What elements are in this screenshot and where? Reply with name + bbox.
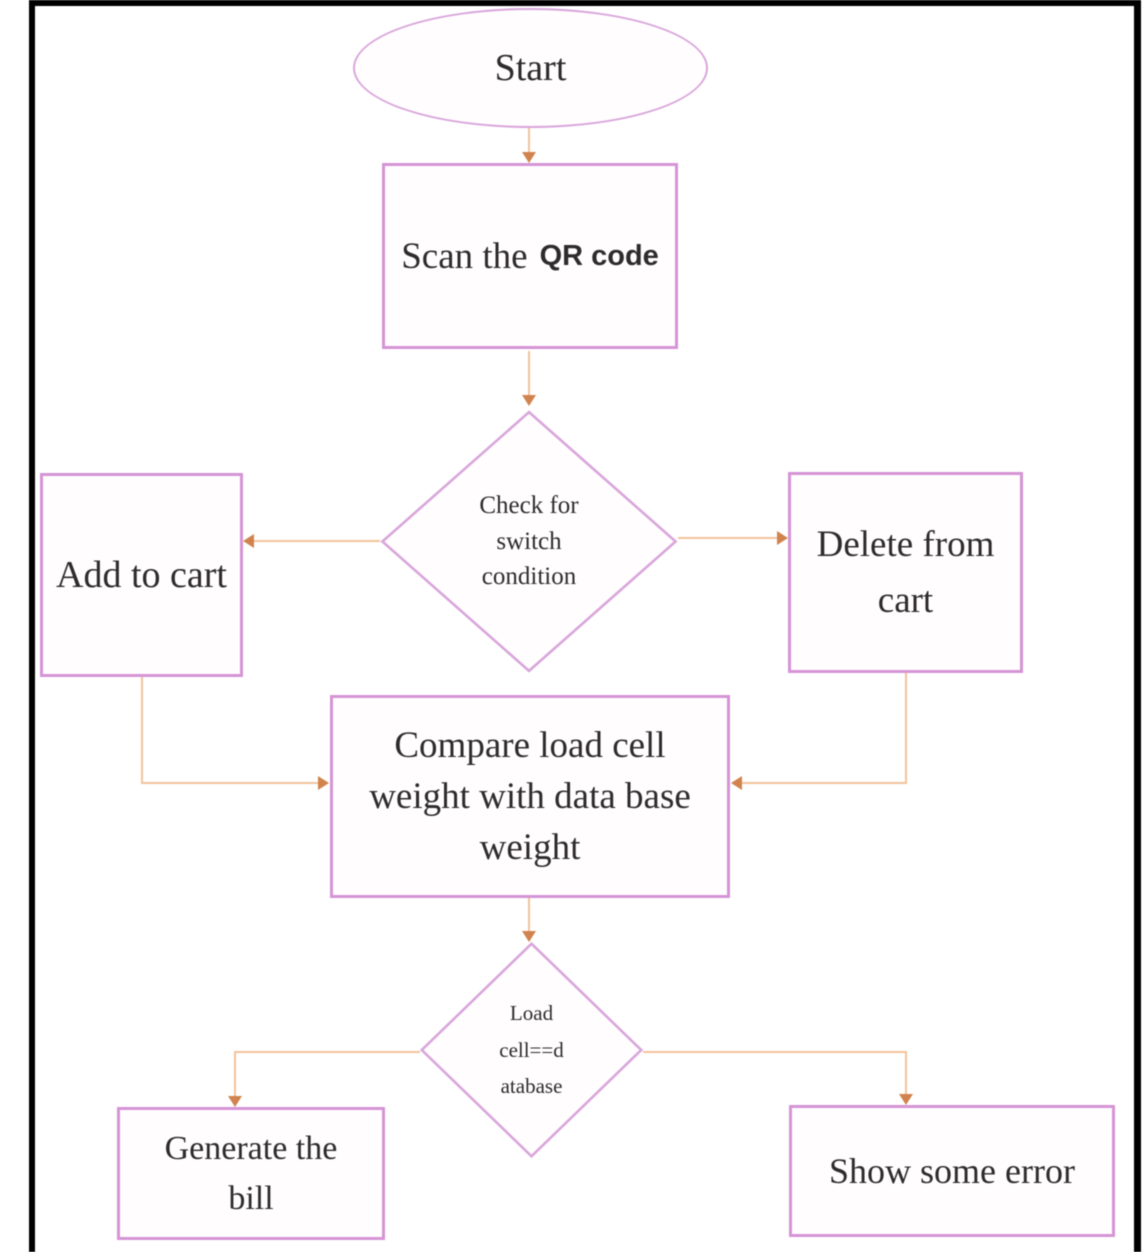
connector-add-compare-v <box>141 677 143 784</box>
frame-border-top <box>29 0 1141 6</box>
arrowhead-loadcell-error <box>899 1094 913 1105</box>
connector-check-add <box>253 540 380 542</box>
show-error-node: Show some error <box>789 1105 1115 1237</box>
start-node: Start <box>353 8 708 128</box>
diamond-shape <box>380 410 678 673</box>
load-cell-label: Load cell==d atabase <box>499 1000 564 1099</box>
delete-from-cart-node: Delete from cart <box>788 472 1023 673</box>
frame-border-left <box>29 0 35 1252</box>
compare-weight-node: Compare load cell weight with data base … <box>330 695 730 898</box>
start-label: Start <box>494 47 567 89</box>
connector-loadcell-generate-h <box>234 1051 420 1053</box>
load-cell-decision: Load cell==d atabase <box>420 942 643 1158</box>
connector-delete-compare-v <box>905 673 907 784</box>
check-switch-decision: Check for switch condition <box>380 410 678 673</box>
scan-qr-bold-label: QR code <box>539 239 659 272</box>
arrowhead-compare-loadcell <box>522 931 536 942</box>
check-switch-label: Check for switch condition <box>479 492 579 591</box>
arrowhead-start-scan <box>522 152 536 163</box>
generate-bill-node: Generate the bill <box>117 1107 385 1240</box>
add-to-cart-node: Add to cart <box>40 473 243 677</box>
connector-compare-loadcell <box>528 898 530 931</box>
connector-scan-check <box>528 351 530 395</box>
delete-from-cart-label: Delete from cart <box>816 524 995 621</box>
diamond-shape <box>420 942 643 1158</box>
generate-bill-label: Generate the bill <box>164 1130 338 1217</box>
connector-start-scan <box>528 128 530 154</box>
connector-loadcell-error-h <box>643 1051 906 1053</box>
add-to-cart-label: Add to cart <box>56 554 227 596</box>
connector-loadcell-error-v <box>905 1051 907 1094</box>
arrowhead-loadcell-generate <box>228 1096 242 1107</box>
arrowhead-add-compare <box>318 776 329 790</box>
show-error-label: Show some error <box>829 1151 1075 1191</box>
connector-add-compare-h <box>141 782 319 784</box>
compare-weight-label: Compare load cell weight with data base … <box>369 724 691 869</box>
arrowhead-delete-compare <box>731 776 742 790</box>
arrowhead-check-delete <box>777 531 788 545</box>
scan-qr-node: Scan the QR code <box>382 163 678 349</box>
connector-delete-compare-h <box>742 782 907 784</box>
arrowhead-scan-check <box>522 395 536 406</box>
arrowhead-check-add <box>243 534 254 548</box>
connector-check-delete <box>678 537 778 539</box>
scan-qr-label: Scan the <box>401 235 528 277</box>
frame-border-right <box>1134 0 1141 1252</box>
connector-loadcell-generate-v <box>234 1051 236 1096</box>
